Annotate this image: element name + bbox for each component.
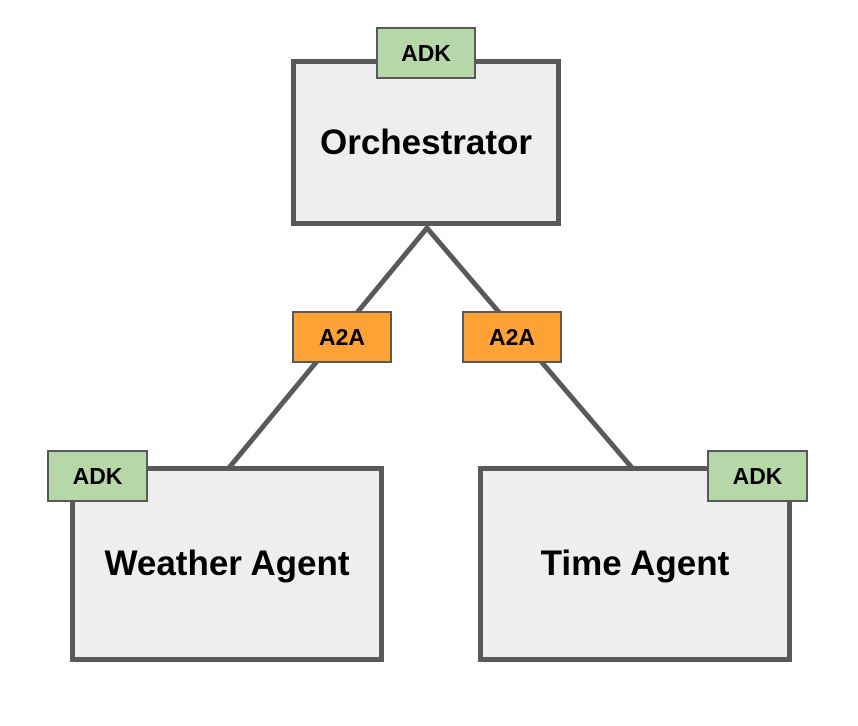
orchestrator-node: Orchestrator	[291, 59, 561, 226]
edge-label-weather-a2a: A2A	[292, 311, 392, 363]
weather-agent-adk-tag: ADK	[47, 450, 148, 502]
edge-label-time-a2a: A2A	[462, 311, 562, 363]
time-agent-label: Time Agent	[540, 544, 730, 583]
time-agent-node: Time Agent	[478, 466, 792, 662]
orchestrator-adk-tag: ADK	[376, 27, 476, 79]
orchestrator-label: Orchestrator	[319, 122, 533, 162]
time-agent-adk-tag: ADK	[707, 450, 808, 502]
weather-agent-label: Weather Agent	[104, 544, 350, 583]
